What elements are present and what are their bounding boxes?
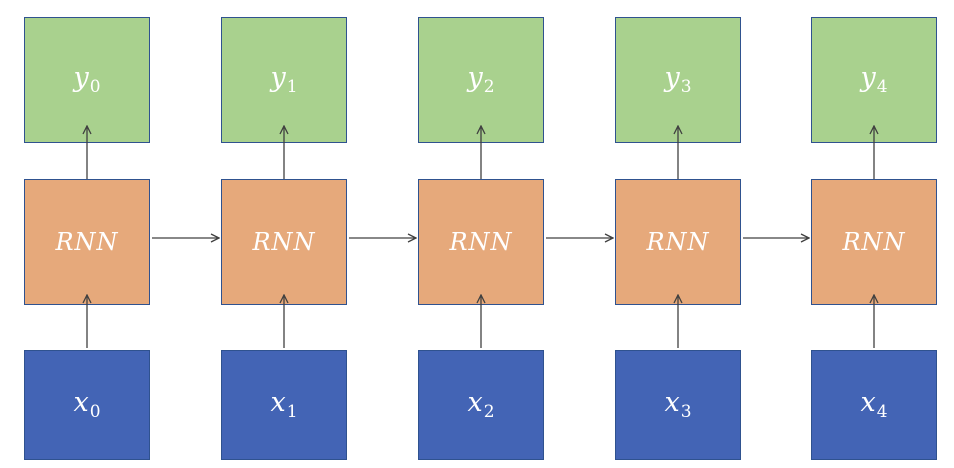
input-box-x3: x3 bbox=[615, 350, 741, 460]
output-label-y3: y3 bbox=[664, 62, 692, 97]
output-label-y4: y4 bbox=[860, 62, 888, 97]
input-box-x0: x0 bbox=[24, 350, 150, 460]
output-box-y2: y2 bbox=[418, 17, 544, 143]
input-label-x2: x2 bbox=[467, 387, 495, 422]
output-box-y3: y3 bbox=[615, 17, 741, 143]
input-label-x1: x1 bbox=[270, 387, 298, 422]
rnn-label-1: RNN bbox=[252, 228, 316, 256]
rnn-label-3: RNN bbox=[646, 228, 710, 256]
output-box-y4: y4 bbox=[811, 17, 937, 143]
rnn-label-4: RNN bbox=[842, 228, 906, 256]
input-box-x4: x4 bbox=[811, 350, 937, 460]
output-label-y2: y2 bbox=[467, 62, 495, 97]
output-box-y1: y1 bbox=[221, 17, 347, 143]
input-box-x2: x2 bbox=[418, 350, 544, 460]
rnn-label-0: RNN bbox=[55, 228, 119, 256]
input-label-x0: x0 bbox=[73, 387, 101, 422]
input-label-x4: x4 bbox=[860, 387, 888, 422]
rnn-box-4: RNN bbox=[811, 179, 937, 305]
output-box-y0: y0 bbox=[24, 17, 150, 143]
output-label-y0: y0 bbox=[73, 62, 101, 97]
input-box-x1: x1 bbox=[221, 350, 347, 460]
output-label-y1: y1 bbox=[270, 62, 298, 97]
rnn-box-1: RNN bbox=[221, 179, 347, 305]
rnn-label-2: RNN bbox=[449, 228, 513, 256]
input-label-x3: x3 bbox=[664, 387, 692, 422]
rnn-box-2: RNN bbox=[418, 179, 544, 305]
